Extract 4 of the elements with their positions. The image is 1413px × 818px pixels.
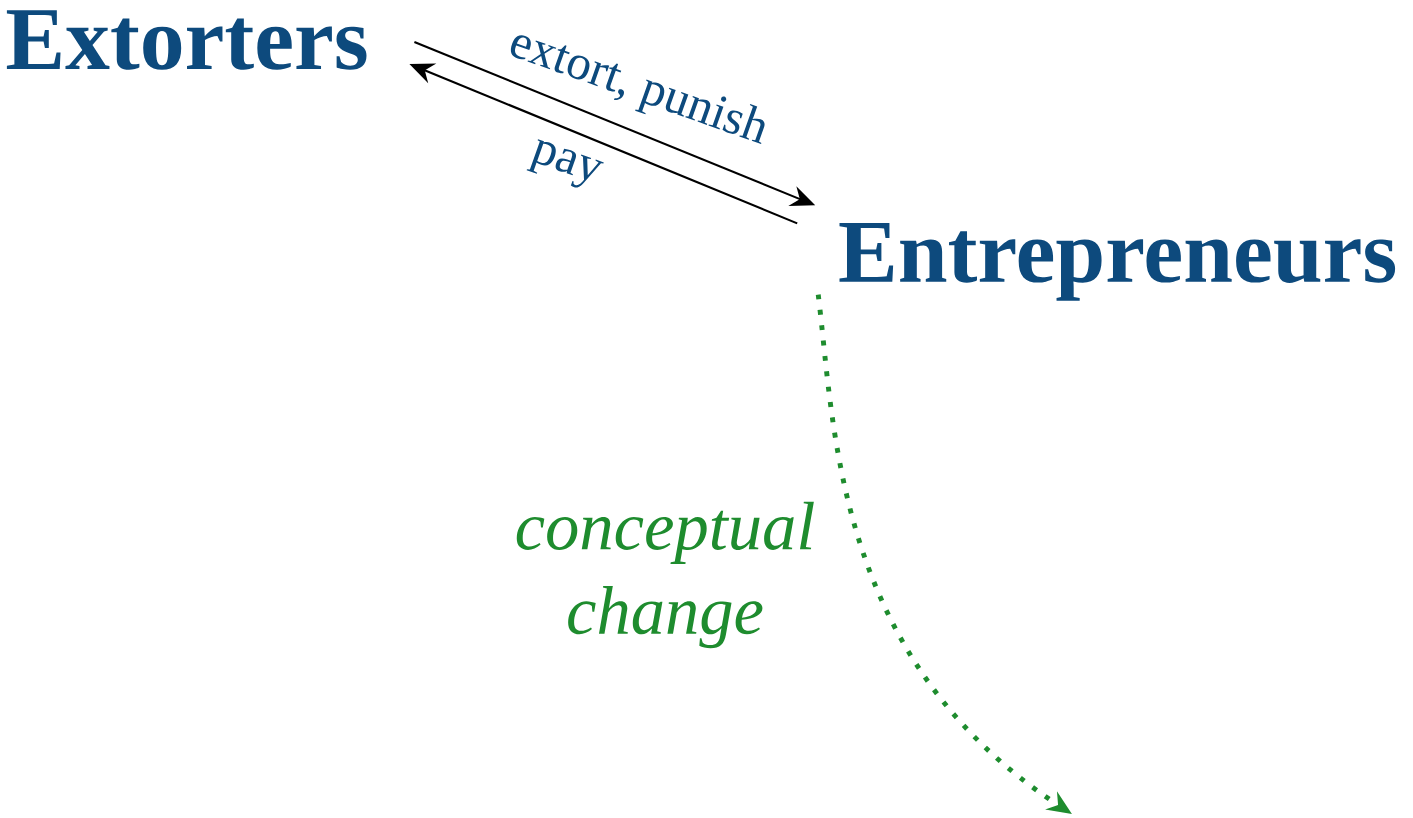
node-label: Entrepreneurs [839,223,1396,301]
edge-label: conceptual change [516,501,814,649]
edge-label: pay [526,139,604,188]
node-label: Extorters [6,10,367,70]
